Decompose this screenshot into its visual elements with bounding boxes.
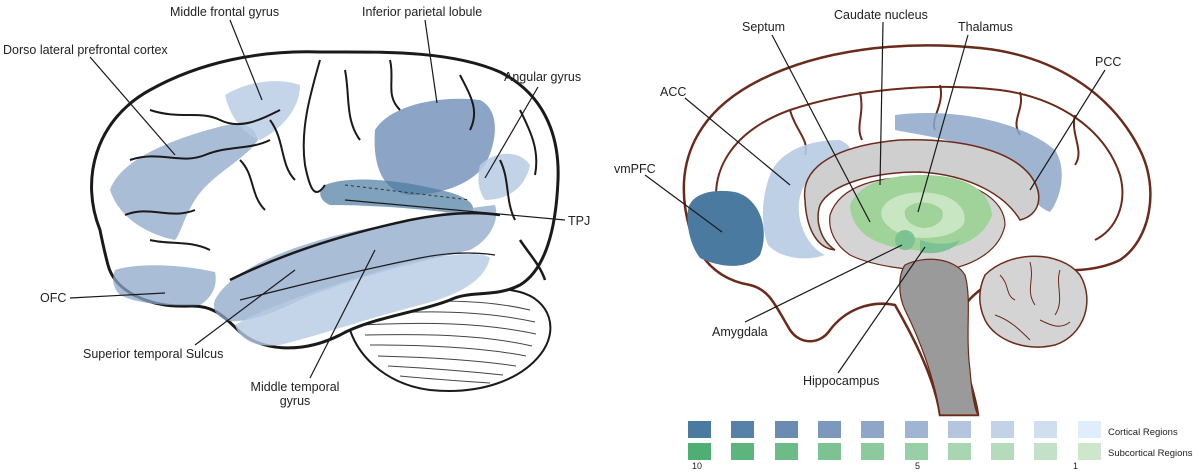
scale-tick-low: 1 [1073,461,1079,471]
leader-lines-lateral [69,19,566,379]
label-mtg: Middle temporal gyrus [250,380,340,408]
label-thalamus: Thalamus [958,20,1013,34]
label-caudate-nucleus: Caudate nucleus [834,8,928,22]
subcortical-swatch-2 [731,443,755,460]
cortical-swatch-3 [774,421,798,438]
cortical-regions-sagittal [687,113,1062,266]
label-inferior-parietal-lobule: Inferior parietal lobule [362,5,483,19]
region-amygdala [895,230,915,250]
region-tpj [320,179,474,215]
label-ofc: OFC [40,291,67,305]
label-middle-frontal-gyrus: Middle frontal gyrus [170,5,280,19]
subcortical-swatch-10 [1077,443,1101,460]
subcortical-swatch-4 [817,443,841,460]
region-ofc [113,265,216,306]
cortical-swatch-5 [861,421,885,438]
region-vmpfc [687,190,764,266]
label-sts: Superior temporal Sulcus [83,347,224,361]
subcortical-swatch-8 [991,443,1015,460]
region-sts [213,205,497,322]
legend-cortical-label: Cortical Regions [1108,427,1178,438]
label-hippocampus: Hippocampus [803,374,880,388]
subcortical-swatch-1 [688,443,711,460]
sulci-lines [124,59,547,301]
label-acc: ACC [660,85,687,99]
cortical-swatch-2 [731,421,755,438]
cerebellum-sagittal [979,255,1088,348]
label-amygdala: Amygdala [712,325,768,339]
tpj-dashed-line [344,184,471,201]
cortical-swatch-10 [1077,421,1101,438]
legend-subcortical-label: Subcortical Regions [1108,448,1193,459]
cortical-regions-lateral [110,81,530,346]
label-dlpfc: Dorso lateral prefrontal cortex [3,43,168,57]
label-tpj: TPJ [568,214,591,228]
subcortical-swatch-9 [1034,443,1058,460]
label-septum: Septum [742,20,786,34]
region-thalamus-core [904,202,943,228]
cortical-swatch-8 [991,421,1015,438]
subcortical-swatch-3 [774,443,798,460]
subcortical-swatch-5 [861,443,885,460]
label-vmpfc: vmPFC [614,162,656,176]
label-angular-gyrus: Angular gyrus [504,70,582,84]
subcortical-swatch-6 [904,443,928,460]
subcortical-regions [850,175,992,254]
brainstem [899,258,980,416]
scale-tick-mid: 5 [915,461,921,471]
cortical-swatch-1 [688,421,711,438]
region-angular [478,153,530,200]
region-pcc [895,113,1062,212]
subcortical-swatch-7 [947,443,971,460]
cortical-swatch-7 [947,421,971,438]
cortical-swatch-6 [904,421,928,438]
cortical-swatch-4 [817,421,841,438]
label-pcc: PCC [1095,55,1122,69]
leader-lines-sagittal [644,21,1106,374]
region-mtg [235,254,490,346]
region-hippocampus [920,240,960,254]
corpus-callosum [803,139,1040,251]
region-middle-frontal [225,81,300,140]
region-acc [762,140,851,259]
cortical-swatch-9 [1034,421,1058,438]
scale-tick-high: 10 [692,461,703,471]
region-ipl [374,98,495,195]
